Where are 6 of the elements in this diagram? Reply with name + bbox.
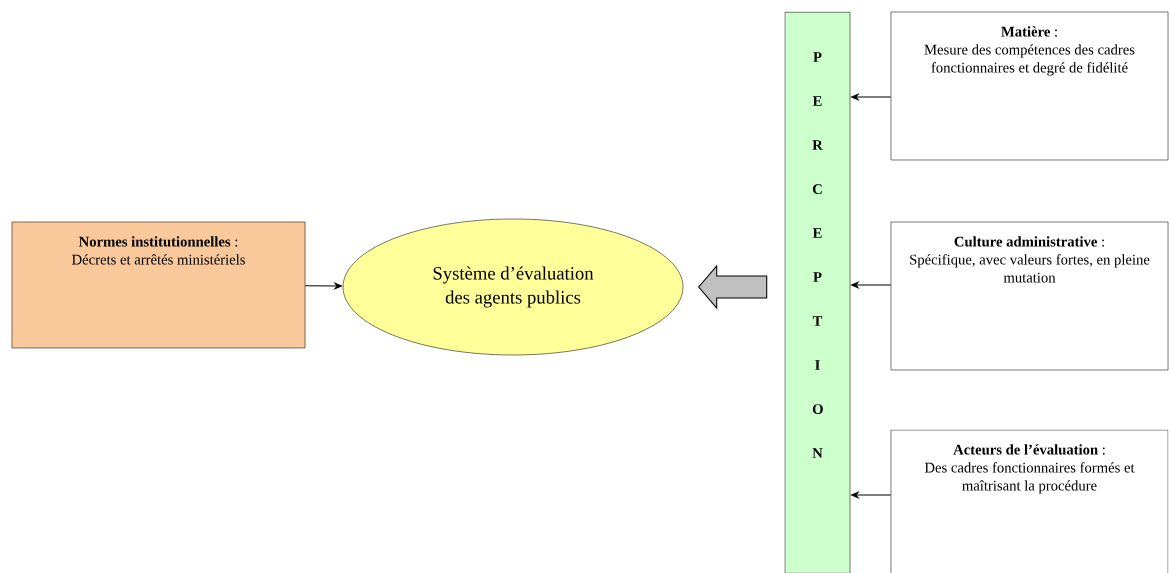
- factor-box: Acteurs de l’évaluation : Des cadres fonctionnaires formés et maîtrisant la procédure: [890, 429, 1169, 573]
- factor-box: Matière : Mesure des compétences des cadres fonctionnaires et degré de fidélité: [890, 11, 1169, 161]
- block-arrow: [698, 264, 768, 310]
- factor-box: Culture administrative : Spécifique, avec valeurs fortes, en pleine mutation: [890, 221, 1169, 371]
- perception-bar: P E R C E P T I O N: [784, 12, 851, 573]
- norms-box: Normes institutionnelles : Décrets et arrêtés ministériels: [11, 221, 306, 349]
